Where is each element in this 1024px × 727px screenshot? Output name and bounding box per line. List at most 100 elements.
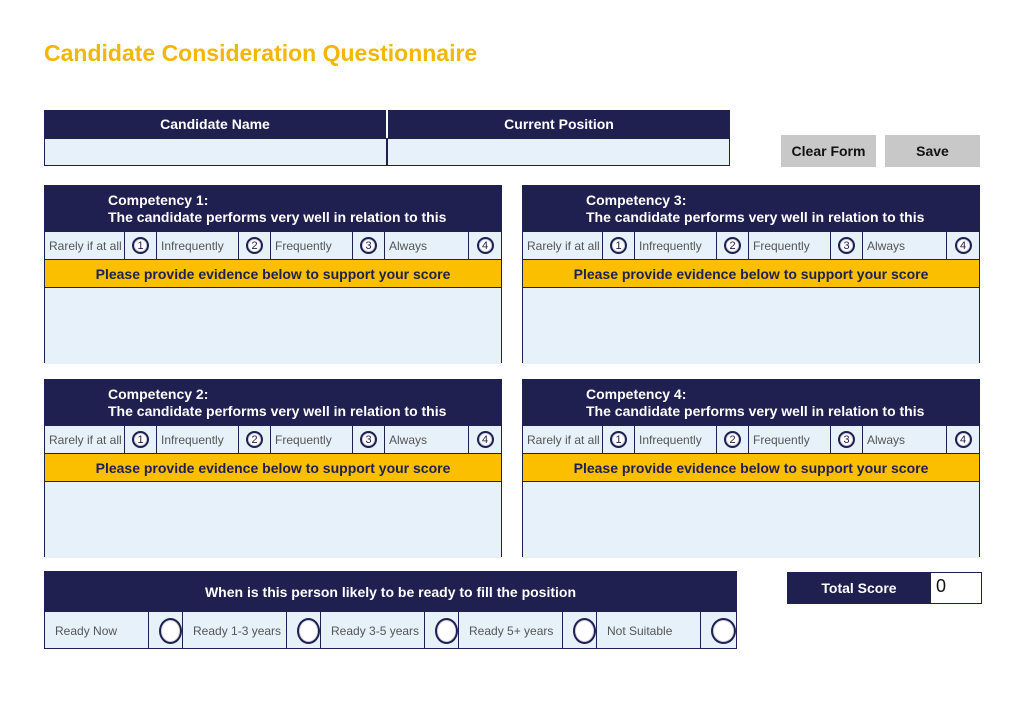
radio-circle-icon <box>297 617 320 644</box>
rating-label: Frequently <box>749 426 831 453</box>
rating-option-1[interactable]: 1 <box>125 426 157 453</box>
radio-circle-icon: 2 <box>724 237 741 254</box>
readiness-label: Ready 5+ years <box>459 612 563 649</box>
radio-circle-icon: 2 <box>246 237 263 254</box>
competency-title: Competency 1: <box>108 192 209 208</box>
rating-label: Infrequently <box>157 232 239 259</box>
rating-label: Always <box>385 232 469 259</box>
readiness-panel: When is this person likely to be ready t… <box>44 571 737 649</box>
evidence-field[interactable] <box>523 288 979 364</box>
rating-option-1[interactable]: 1 <box>125 232 157 259</box>
radio-circle-icon <box>573 617 596 644</box>
candidate-name-header: Candidate Name <box>44 110 386 138</box>
readiness-option-5-plus-years[interactable] <box>563 612 597 649</box>
competency-statement: The candidate performs very well in rela… <box>586 403 925 419</box>
rating-option-2[interactable]: 2 <box>717 232 749 259</box>
competency-2-panel: Competency 2: The candidate performs ver… <box>44 379 502 558</box>
rating-option-2[interactable]: 2 <box>239 426 271 453</box>
clear-form-button[interactable]: Clear Form <box>781 135 876 167</box>
rating-label: Infrequently <box>635 232 717 259</box>
readiness-option-1-3-years[interactable] <box>287 612 321 649</box>
radio-circle-icon: 1 <box>610 431 627 448</box>
rating-label: Rarely if at all <box>45 426 125 453</box>
readiness-label: Ready 3-5 years <box>321 612 425 649</box>
rating-row: Rarely if at all 1 Infrequently 2 Freque… <box>523 232 979 260</box>
radio-circle-icon: 3 <box>838 237 855 254</box>
rating-row: Rarely if at all 1 Infrequently 2 Freque… <box>45 426 501 454</box>
competency-statement: The candidate performs very well in rela… <box>586 209 925 225</box>
competency-2-header: Competency 2: The candidate performs ver… <box>45 380 501 426</box>
radio-circle-icon <box>711 617 736 644</box>
current-position-field[interactable] <box>387 138 730 166</box>
total-score-label: Total Score <box>787 572 931 604</box>
evidence-prompt: Please provide evidence below to support… <box>523 454 979 482</box>
readiness-option-now[interactable] <box>149 612 183 649</box>
radio-circle-icon: 4 <box>954 431 972 448</box>
current-position-header: Current Position <box>388 110 730 138</box>
rating-option-2[interactable]: 2 <box>239 232 271 259</box>
competency-1-header: Competency 1: The candidate performs ver… <box>45 186 501 232</box>
competency-title: Competency 2: <box>108 386 209 402</box>
competency-4-panel: Competency 4: The candidate performs ver… <box>522 379 980 558</box>
readiness-label: Ready Now <box>45 612 149 649</box>
radio-circle-icon: 4 <box>476 431 494 448</box>
evidence-field[interactable] <box>45 482 501 558</box>
competency-statement: The candidate performs very well in rela… <box>108 209 447 225</box>
rating-option-1[interactable]: 1 <box>603 232 635 259</box>
rating-label: Infrequently <box>635 426 717 453</box>
rating-label: Always <box>863 232 947 259</box>
rating-label: Infrequently <box>157 426 239 453</box>
radio-circle-icon: 4 <box>476 237 494 254</box>
radio-circle-icon <box>159 617 182 644</box>
competency-title: Competency 3: <box>586 192 687 208</box>
rating-option-3[interactable]: 3 <box>831 426 863 453</box>
rating-label: Rarely if at all <box>523 426 603 453</box>
competency-3-header: Competency 3: The candidate performs ver… <box>523 186 979 232</box>
rating-label: Always <box>385 426 469 453</box>
readiness-option-not-suitable[interactable] <box>701 612 736 649</box>
competency-4-header: Competency 4: The candidate performs ver… <box>523 380 979 426</box>
rating-label: Rarely if at all <box>523 232 603 259</box>
rating-label: Frequently <box>749 232 831 259</box>
rating-option-1[interactable]: 1 <box>603 426 635 453</box>
radio-circle-icon: 1 <box>132 237 149 254</box>
readiness-options-row: Ready Now Ready 1-3 years Ready 3-5 year… <box>45 612 736 649</box>
radio-circle-icon: 1 <box>132 431 149 448</box>
rating-option-4[interactable]: 4 <box>469 426 501 453</box>
radio-circle-icon: 2 <box>246 431 263 448</box>
rating-option-4[interactable]: 4 <box>947 232 979 259</box>
competency-1-panel: Competency 1: The candidate performs ver… <box>44 185 502 364</box>
readiness-label: Ready 1-3 years <box>183 612 287 649</box>
evidence-prompt: Please provide evidence below to support… <box>523 260 979 288</box>
rating-option-3[interactable]: 3 <box>353 232 385 259</box>
rating-option-2[interactable]: 2 <box>717 426 749 453</box>
radio-circle-icon: 3 <box>360 431 377 448</box>
evidence-field[interactable] <box>523 482 979 558</box>
rating-label: Rarely if at all <box>45 232 125 259</box>
competency-3-panel: Competency 3: The candidate performs ver… <box>522 185 980 364</box>
evidence-field[interactable] <box>45 288 501 364</box>
radio-circle-icon: 3 <box>838 431 855 448</box>
evidence-prompt: Please provide evidence below to support… <box>45 260 501 288</box>
rating-row: Rarely if at all 1 Infrequently 2 Freque… <box>45 232 501 260</box>
candidate-name-field[interactable] <box>44 138 387 166</box>
readiness-label: Not Suitable <box>597 612 701 649</box>
rating-option-3[interactable]: 3 <box>353 426 385 453</box>
radio-circle-icon: 3 <box>360 237 377 254</box>
radio-circle-icon: 1 <box>610 237 627 254</box>
rating-option-4[interactable]: 4 <box>947 426 979 453</box>
competency-title: Competency 4: <box>586 386 687 402</box>
radio-circle-icon <box>435 617 458 644</box>
readiness-question: When is this person likely to be ready t… <box>45 572 736 612</box>
rating-option-4[interactable]: 4 <box>469 232 501 259</box>
save-button[interactable]: Save <box>885 135 980 167</box>
radio-circle-icon: 4 <box>954 237 972 254</box>
competency-statement: The candidate performs very well in rela… <box>108 403 447 419</box>
rating-label: Always <box>863 426 947 453</box>
total-score-value: 0 <box>930 572 982 604</box>
rating-row: Rarely if at all 1 Infrequently 2 Freque… <box>523 426 979 454</box>
evidence-prompt: Please provide evidence below to support… <box>45 454 501 482</box>
readiness-option-3-5-years[interactable] <box>425 612 459 649</box>
rating-option-3[interactable]: 3 <box>831 232 863 259</box>
page-title: Candidate Consideration Questionnaire <box>44 40 478 66</box>
